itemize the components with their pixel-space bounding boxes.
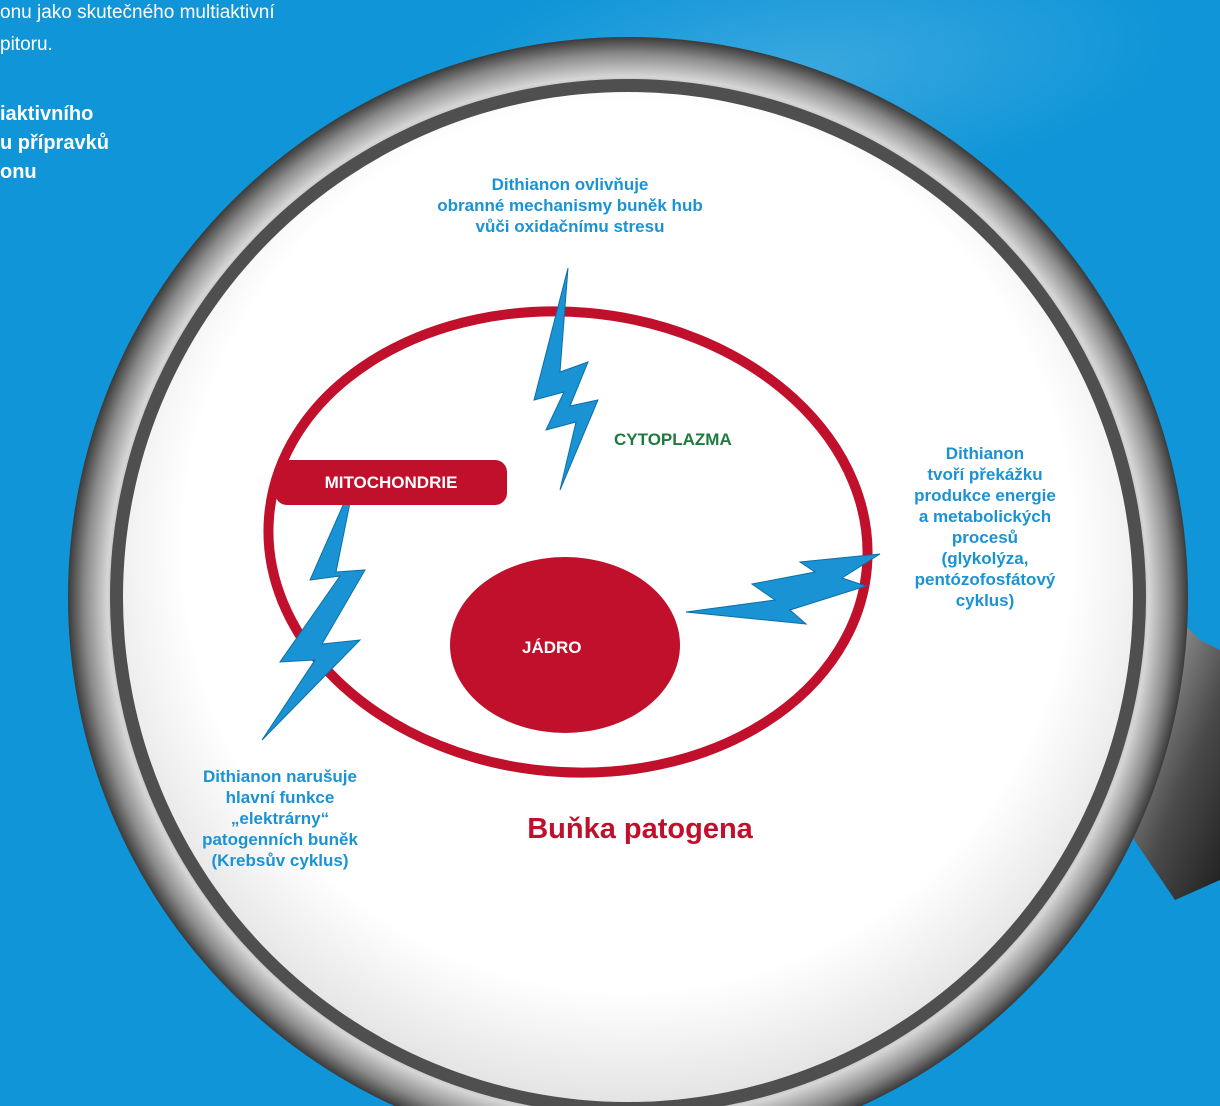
label-top-line: obranné mechanismy buněk hub (437, 196, 703, 215)
diagram-title: Buňka patogena (527, 813, 753, 845)
nucleus-label: JÁDRO (522, 638, 582, 657)
cytoplasm-label: CYTOPLAZMA (614, 430, 732, 449)
label-right-line: tvoří překážku (927, 465, 1043, 484)
label-top: Dithianon ovlivňuje obranné mechanismy b… (360, 174, 780, 237)
label-right-line: cyklus) (955, 591, 1015, 610)
label-left-line: Dithianon narušuje (203, 767, 357, 786)
intro-bold-line-1: iaktivního (0, 103, 94, 125)
mitochondria-label: MITOCHONDRIE (324, 472, 458, 492)
label-top-line: Dithianon ovlivňuje (491, 175, 649, 194)
lightning-bolt-icon (685, 553, 881, 625)
lightning-bolt-icon (261, 477, 366, 741)
intro-line-1: onu jako skutečného multiaktivní (0, 2, 275, 23)
label-left-line: hlavní funkce (225, 788, 335, 807)
nucleus (450, 557, 680, 733)
label-right-line: produkce energie (914, 486, 1056, 505)
label-right-line: (glykolýza, (941, 549, 1029, 568)
lightning-bolt-icon (533, 267, 599, 491)
label-left: Dithianon narušuje hlavní funkce „elektr… (165, 766, 395, 871)
label-right-line: procesů (951, 528, 1019, 547)
intro-bold-text: iaktivního u přípravků onu (0, 100, 420, 187)
label-right-line: Dithianon (945, 444, 1025, 463)
mitochondria-box: MITOCHONDRIE (275, 460, 507, 505)
label-left-line: (Krebsův cyklus) (211, 851, 349, 870)
intro-bold-line-3: onu (0, 161, 37, 183)
label-top-line: vůči oxidačnímu stresu (475, 217, 665, 236)
label-left-line: patogenních buněk (202, 830, 358, 849)
label-left-line: „elektrárny“ (230, 809, 330, 828)
cell-membrane (263, 306, 873, 778)
label-right: Dithianon tvoří překážku produkce energi… (880, 443, 1090, 611)
label-right-line: a metabolických (918, 507, 1052, 526)
intro-bold-line-2: u přípravků (0, 132, 109, 154)
label-right-line: pentózofosfátový (914, 570, 1056, 589)
intro-line-2: pitoru. (0, 34, 53, 55)
